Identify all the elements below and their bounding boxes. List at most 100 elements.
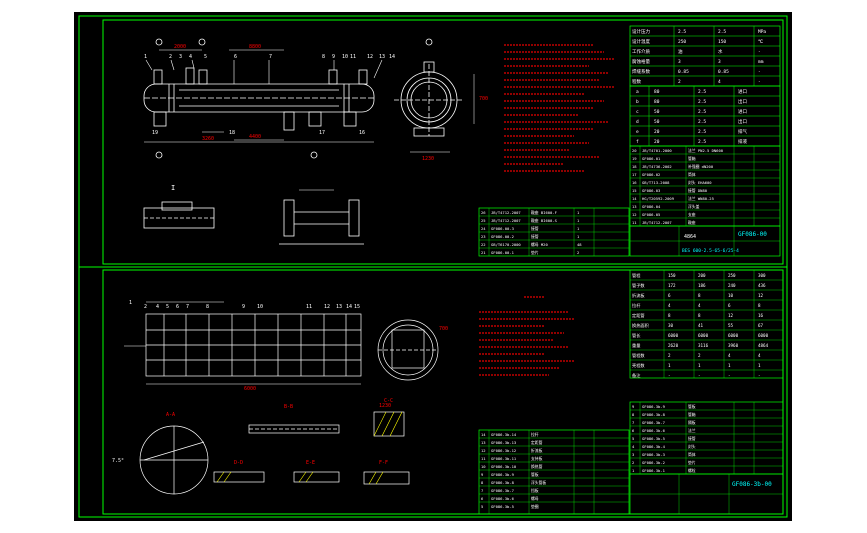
bom-cell: 13 — [632, 204, 637, 209]
bom-cell: 浮头盖 — [688, 204, 700, 209]
bom-cell: JB/T4701-2000 — [642, 148, 672, 153]
spec-cell: 设计压力 — [632, 28, 650, 35]
parts-cell: 6 — [481, 496, 484, 501]
parts-cell: GF086-3b-12 — [491, 448, 516, 453]
bom-cell: 19 — [632, 156, 637, 161]
nozzle-cell: 50 — [654, 109, 660, 115]
cad-drawing: 2000 8800 4400 3260 700 1230 I 1 2 3 4 5… — [78, 15, 788, 518]
bom-cell: 接管 DN80 — [688, 188, 708, 193]
lower-drawing-number: GF086-3b-00 — [732, 481, 772, 488]
nozzle-cell: b — [636, 99, 639, 105]
nozzle-cell: 进口 — [738, 108, 747, 115]
upper-bom-table — [629, 145, 781, 227]
parts-cell: GB/T6170-2000 — [491, 242, 521, 247]
tube-cell: 200 — [698, 273, 706, 278]
bom-cell: 管箱 — [688, 412, 696, 417]
tube-cell: 定距管 — [632, 312, 645, 319]
part-number: 14 — [346, 304, 352, 310]
part-number: 4 — [189, 54, 192, 60]
parts-cell: GF086-3b-6 — [491, 496, 515, 501]
nozzle-cell: 进口 — [738, 88, 747, 95]
bom-cell: 17 — [632, 172, 637, 177]
lower-border — [102, 269, 784, 515]
spec-cell: MPa — [758, 29, 766, 35]
tube-cell: 4 — [698, 303, 701, 308]
bom-cell: 垫片 — [688, 460, 696, 465]
tube-cell: 67 — [758, 323, 764, 328]
spec-cell: 工作介质 — [632, 48, 650, 55]
parts-cell: GF086-3b-13 — [491, 440, 516, 445]
tube-cell: 6000 — [728, 333, 739, 338]
bom-cell: 15 — [632, 188, 637, 193]
tube-cell: 管程 — [632, 272, 641, 279]
spec-cell: 0.85 — [678, 69, 689, 75]
part-number: 6 — [234, 54, 237, 60]
section-label: D-D — [234, 460, 243, 466]
bom-cell: GF086-3b-6 — [642, 428, 666, 433]
tube-cell: 30 — [668, 323, 674, 328]
parts-cell: 1 — [577, 226, 580, 231]
nozzle-cell: 2.5 — [698, 129, 706, 135]
bom-cell: 接管 — [688, 436, 696, 441]
tube-cell: 4 — [668, 303, 671, 308]
dim-label: 1230 — [422, 156, 434, 162]
nozzle-cell: c — [636, 110, 639, 115]
section-label: B-B — [284, 404, 293, 410]
part-number: 15 — [354, 304, 360, 310]
dim-label: 700 — [479, 96, 488, 102]
lower-hatch-marks — [216, 411, 403, 485]
upper-dimension-lines — [144, 49, 475, 191]
tube-cell: 12 — [728, 313, 734, 318]
tube-bundle-elevation — [139, 313, 439, 495]
lower-technical-notes — [479, 296, 574, 376]
tube-cell: 172 — [668, 283, 676, 288]
dim-label: 4400 — [249, 134, 261, 140]
bom-cell: HG/T20592-2009 — [642, 196, 675, 201]
parts-cell: GF086-3b-14 — [491, 432, 517, 437]
bom-cell: 4 — [632, 444, 635, 449]
tube-cell: 8 — [758, 303, 761, 308]
tube-cell: 3116 — [698, 343, 709, 348]
part-number: 1 — [129, 300, 132, 306]
part-number: 8 — [206, 304, 209, 310]
tube-cell: 8 — [698, 313, 701, 318]
parts-cell: 23 — [481, 234, 486, 239]
spec-cell: 150 — [718, 39, 726, 45]
bom-cell: 6 — [632, 428, 635, 433]
bom-cell: 12 — [632, 212, 637, 217]
part-number: 4 — [156, 304, 159, 310]
bom-cell: 法兰 — [688, 428, 696, 433]
part-number: 19 — [152, 130, 158, 136]
bom-cell: 法兰 WN80-25 — [688, 196, 714, 201]
lower-dim-label: 6000 — [244, 386, 256, 392]
tube-cell: 管程数 — [632, 352, 645, 359]
lower-dimension-lines — [124, 301, 361, 385]
tube-cell: 拉杆 — [632, 302, 641, 309]
parts-cell: GF086-00-2 — [491, 234, 514, 239]
angle-label: 7.5° — [112, 458, 124, 464]
bom-cell: 9 — [632, 404, 635, 409]
parts-cell: GF086-00-3 — [491, 226, 514, 231]
lower-tube-table — [629, 269, 784, 379]
parts-cell: 螺母 M20 — [531, 242, 548, 247]
spec-cell: ℃ — [758, 39, 764, 45]
tube-cell: 4864 — [758, 343, 769, 348]
nozzle-cell: 出口 — [738, 98, 747, 105]
bom-cell: GF086-3b-4 — [642, 444, 666, 449]
section-label: A-A — [166, 412, 175, 418]
upper-mass: 4864 — [684, 234, 696, 240]
lower-part-numbers: 1 2 4 5 6 7 8 9 10 11 12 13 14 15 — [129, 300, 360, 310]
nozzle-cell: 50 — [654, 119, 660, 125]
tube-cell: 重量 — [632, 342, 640, 349]
nozzle-cell: 20 — [654, 139, 660, 145]
parts-cell: 换热管 — [531, 464, 543, 469]
parts-cell: 鞍座 BI600-S — [531, 218, 558, 223]
bom-cell: JB/T4736-2002 — [642, 164, 672, 169]
bom-cell: 18 — [632, 164, 637, 169]
parts-cell: GF086-3b-9 — [491, 472, 515, 477]
tube-cell: 4 — [758, 353, 761, 358]
parts-cell: 9 — [481, 472, 484, 477]
bom-cell: 1 — [632, 468, 635, 473]
parts-cell: 21 — [481, 250, 486, 255]
parts-cell: 定距管 — [531, 440, 543, 445]
